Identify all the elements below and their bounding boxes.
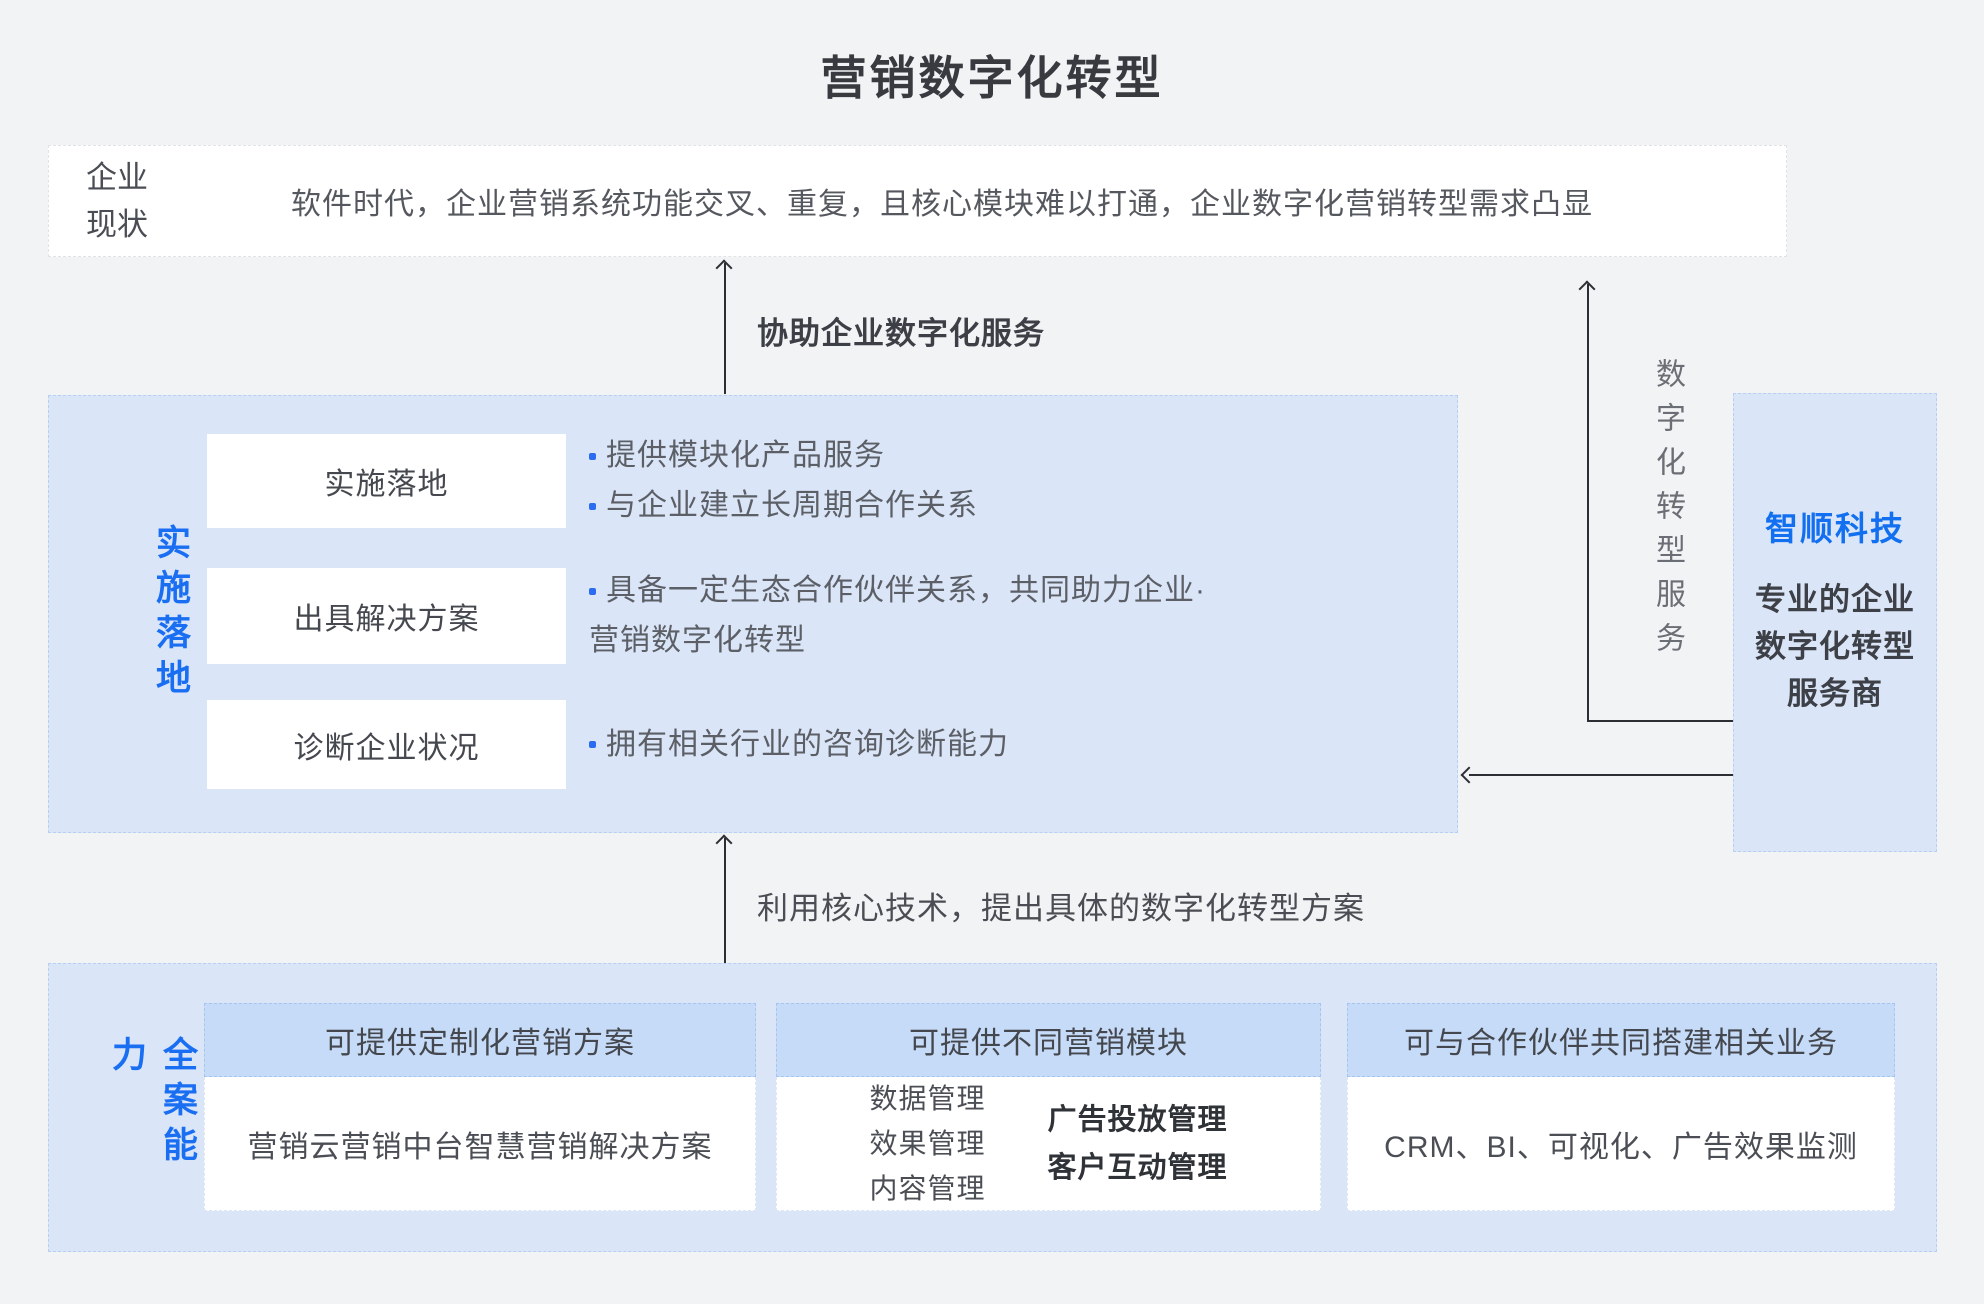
capability-column-2-header: 可提供不同营销模块 [776,1003,1321,1077]
partner-company-box: 智顺科技 专业的企业 数字化转型 服务商 [1733,393,1937,852]
tech-arrow-line [724,838,726,964]
capability-column-1-text: 营销云营销中台智慧营销解决方案 [247,1130,713,1164]
assist-arrow-label: 协助企业数字化服务 [757,316,1045,351]
enterprise-status-label-line1: 企业 [86,160,148,195]
partner-desc-line2: 数字化转型 [1755,629,1915,664]
implementation-row-1-bullets: 提供模块化产品服务 与企业建立长周期合作关系 [589,431,978,531]
assist-arrow-line [724,263,726,394]
capability-column-2: 可提供不同营销模块 数据管理 效果管理 内容管理 广告投放管理 客户互动管理 [776,1003,1321,1211]
bullet-dot-icon [589,587,596,595]
implementation-row-1-box: 实施落地 [207,434,566,528]
capability-box: 全案能力 可提供定制化营销方案 营销云营销中台智慧营销解决方案 可提供不同营销模… [48,963,1937,1252]
tech-arrow-head-icon [715,834,733,852]
capability-column-1-header: 可提供定制化营销方案 [204,1003,756,1077]
bullet-dot-icon [589,741,596,748]
page-title: 营销数字化转型 [820,52,1164,104]
service-arrow-horizontal-line [1587,720,1734,722]
module-item: 客户互动管理 [1047,1151,1228,1184]
enterprise-status-label: 企业 现状 [86,154,196,248]
implementation-row-1: 实施落地 提供模块化产品服务 与企业建立长周期合作关系 [207,434,978,528]
partner-arrow-line [1469,774,1733,776]
module-item: 内容管理 [869,1173,986,1204]
implementation-side-label: 实施落地 [151,524,190,704]
bullet-line: 提供模块化产品服务 [589,431,978,481]
module-item: 效果管理 [869,1128,986,1159]
module-lists: 数据管理 效果管理 内容管理 广告投放管理 客户互动管理 [869,1076,1227,1211]
service-arrow-head-icon [1578,280,1596,298]
assist-arrow-head-icon [715,259,733,277]
capability-column-3: 可与合作伙伴共同搭建相关业务 CRM、BI、可视化、广告效果监测 [1347,1003,1895,1211]
implementation-row-3: 诊断企业状况 拥有相关行业的咨询诊断能力 [207,700,1009,789]
implementation-row-2-bullets: 具备一定生态合作伙伴关系，共同助力企业· 营销数字化转型 [589,566,1206,666]
capability-column-3-header: 可与合作伙伴共同搭建相关业务 [1347,1003,1895,1077]
bullet-text: 与企业建立长周期合作关系 [606,489,978,522]
bullet-continuation-line: 营销数字化转型 [589,616,1206,666]
bullet-text: 提供模块化产品服务 [606,439,885,472]
capability-column-3-text: CRM、BI、可视化、广告效果监测 [1384,1130,1858,1164]
capability-column-2-content: 数据管理 效果管理 内容管理 广告投放管理 客户互动管理 [776,1077,1321,1211]
bullet-dot-icon [589,452,596,460]
partner-company-description: 专业的企业 数字化转型 服务商 [1734,576,1936,717]
module-item: 广告投放管理 [1047,1103,1228,1136]
capability-side-label: 全案能力 [107,1035,197,1171]
bullet-text: 营销数字化转型 [589,624,806,657]
implementation-row-2-box: 出具解决方案 [207,568,566,664]
bullet-text: 拥有相关行业的咨询诊断能力 [606,727,1009,761]
bullet-line: 与企业建立长周期合作关系 [589,481,978,531]
service-arrow-vertical-line [1587,284,1589,721]
partner-desc-line3: 服务商 [1787,676,1883,711]
implementation-row-3-box: 诊断企业状况 [207,700,566,789]
bullet-line: 拥有相关行业的咨询诊断能力 [589,720,1009,770]
capability-column-1: 可提供定制化营销方案 营销云营销中台智慧营销解决方案 [204,1003,756,1211]
service-arrow-label: 数字化转型服务 [1651,358,1684,666]
module-list-right: 广告投放管理 客户互动管理 [1048,1096,1228,1192]
enterprise-status-text: 软件时代，企业营销系统功能交叉、重复，且核心模块难以打通，企业数字化营销转型需求… [291,188,1593,221]
implementation-box: 实施落地 实施落地 提供模块化产品服务 与企业建立长周期合作关系 出具解决方案 … [48,395,1458,833]
capability-column-1-content: 营销云营销中台智慧营销解决方案 [204,1077,756,1211]
module-item: 数据管理 [869,1083,986,1114]
partner-desc-line1: 专业的企业 [1755,582,1915,617]
bullet-dot-icon [589,502,596,510]
tech-arrow-label: 利用核心技术，提出具体的数字化转型方案 [757,891,1365,926]
capability-column-3-content: CRM、BI、可视化、广告效果监测 [1347,1077,1895,1211]
enterprise-status-box: 企业 现状 软件时代，企业营销系统功能交叉、重复，且核心模块难以打通，企业数字化… [48,145,1787,257]
enterprise-status-label-line2: 现状 [86,207,148,242]
bullet-text: 具备一定生态合作伙伴关系，共同助力企业· [606,574,1206,607]
bullet-line: 具备一定生态合作伙伴关系，共同助力企业· [589,566,1206,616]
module-list-left: 数据管理 效果管理 内容管理 [869,1076,985,1211]
partner-arrow-head-icon [1460,766,1478,784]
implementation-row-3-bullets: 拥有相关行业的咨询诊断能力 [589,720,1009,770]
partner-company-name: 智顺科技 [1765,510,1905,547]
implementation-row-2: 出具解决方案 具备一定生态合作伙伴关系，共同助力企业· 营销数字化转型 [207,568,1206,664]
